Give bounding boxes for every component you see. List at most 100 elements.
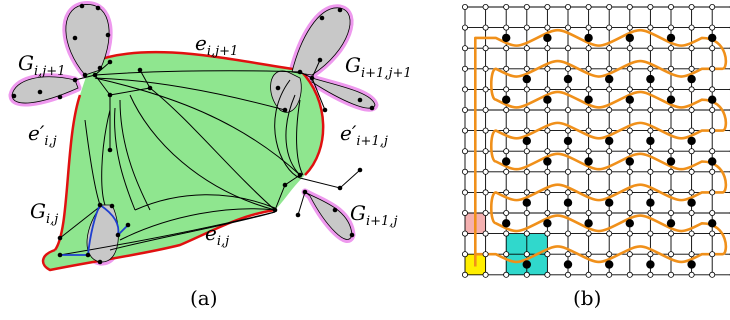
- filled-node: [522, 74, 531, 84]
- red-boundary-top: [91, 50, 301, 72]
- filled-node: [563, 74, 573, 84]
- grid-node: [523, 209, 530, 216]
- filled-node: [708, 157, 717, 166]
- grid-node: [482, 107, 489, 114]
- grid-node: [626, 251, 633, 258]
- label-g-top-right: Gi+1,j+1: [345, 53, 412, 81]
- grid-node: [626, 271, 633, 278]
- grid-node: [565, 65, 572, 72]
- grid-node: [565, 251, 572, 258]
- vertex-dot: [275, 85, 281, 91]
- grid-node: [668, 24, 675, 31]
- grid-node: [565, 86, 572, 93]
- grid-node: [544, 168, 551, 175]
- grid-node: [647, 271, 654, 278]
- vertex-dot: [115, 232, 121, 238]
- grid-node: [523, 24, 530, 31]
- grid-node: [688, 24, 695, 31]
- grid-node: [461, 148, 468, 155]
- vertex-dot: [85, 252, 91, 258]
- graph-vertices: [11, 3, 375, 265]
- filled-node: [563, 136, 573, 146]
- vertex-dot: [105, 32, 111, 38]
- grid-node: [461, 45, 468, 52]
- grid-node: [461, 230, 468, 237]
- vertex-dot: [322, 107, 328, 113]
- grid-node: [709, 230, 716, 237]
- filled-node: [687, 260, 696, 269]
- grid-node: [626, 127, 633, 134]
- filled-node: [502, 33, 511, 43]
- grid-node: [482, 230, 489, 237]
- grid-node: [523, 189, 530, 196]
- grid-node: [585, 4, 592, 10]
- grid-node: [647, 209, 654, 216]
- filled-node: [563, 198, 573, 207]
- filled-node: [543, 33, 552, 43]
- grid-node: [461, 189, 468, 196]
- grid-node: [606, 230, 613, 237]
- grid-node: [626, 4, 633, 10]
- grid-node: [688, 189, 695, 196]
- grid-node: [709, 107, 716, 114]
- filled-node: [708, 95, 717, 104]
- figure-a-labels: Gi,j+1 ei,j+1 Gi+1,j+1 e′i,j e′i+1,j Gi,…: [18, 31, 412, 249]
- vertex-dot: [357, 97, 363, 103]
- grid-node: [606, 65, 613, 72]
- filled-node: [522, 198, 531, 207]
- vertex-dot: [107, 147, 113, 153]
- grid-node: [688, 45, 695, 52]
- grid-node: [565, 4, 572, 10]
- grid-node: [544, 107, 551, 114]
- grid-node: [585, 86, 592, 93]
- filled-node: [522, 136, 531, 146]
- grid-node: [585, 251, 592, 258]
- filled-node: [502, 219, 511, 228]
- grid-node: [606, 251, 613, 258]
- grid-node: [503, 45, 510, 52]
- label-e-bottom: ei,j: [205, 221, 229, 249]
- grid-node: [668, 107, 675, 114]
- grid-node: [606, 148, 613, 155]
- filled-node: [584, 33, 593, 43]
- grid-node: [482, 168, 489, 175]
- filled-node: [563, 260, 573, 269]
- grid-node: [626, 107, 633, 114]
- grid-node: [544, 127, 551, 134]
- grid-node: [688, 251, 695, 258]
- grid-node: [482, 65, 489, 72]
- grid-node: [482, 271, 489, 278]
- grid-node: [606, 86, 613, 93]
- vertex-dot: [272, 207, 278, 213]
- grid-node: [523, 65, 530, 72]
- orange-curve: [474, 28, 728, 267]
- caption-b: (b): [573, 286, 601, 310]
- grid-node: [688, 107, 695, 114]
- filled-node: [708, 219, 717, 228]
- grid-node: [503, 230, 510, 237]
- grid-node: [482, 45, 489, 52]
- filled-node: [584, 219, 593, 228]
- vertex-dot: [92, 72, 98, 78]
- grid-node: [647, 24, 654, 31]
- grid-node: [647, 86, 654, 93]
- grid-node: [503, 189, 510, 196]
- vertex-dot: [302, 189, 308, 195]
- filled-node: [646, 74, 655, 84]
- grid-node: [482, 86, 489, 93]
- vertex-dot: [137, 67, 143, 73]
- grid-node: [606, 209, 613, 216]
- grid-node: [647, 251, 654, 258]
- grid-node: [585, 271, 592, 278]
- vertex-dot: [97, 65, 103, 71]
- grid-node: [565, 189, 572, 196]
- grid-node: [709, 209, 716, 216]
- grid-node: [461, 107, 468, 114]
- grid-node: [647, 45, 654, 52]
- grid-node: [565, 107, 572, 114]
- label-g-top-left: Gi,j+1: [18, 51, 65, 79]
- grid-node: [626, 45, 633, 52]
- filled-node: [666, 219, 676, 228]
- vertex-dot: [297, 172, 303, 178]
